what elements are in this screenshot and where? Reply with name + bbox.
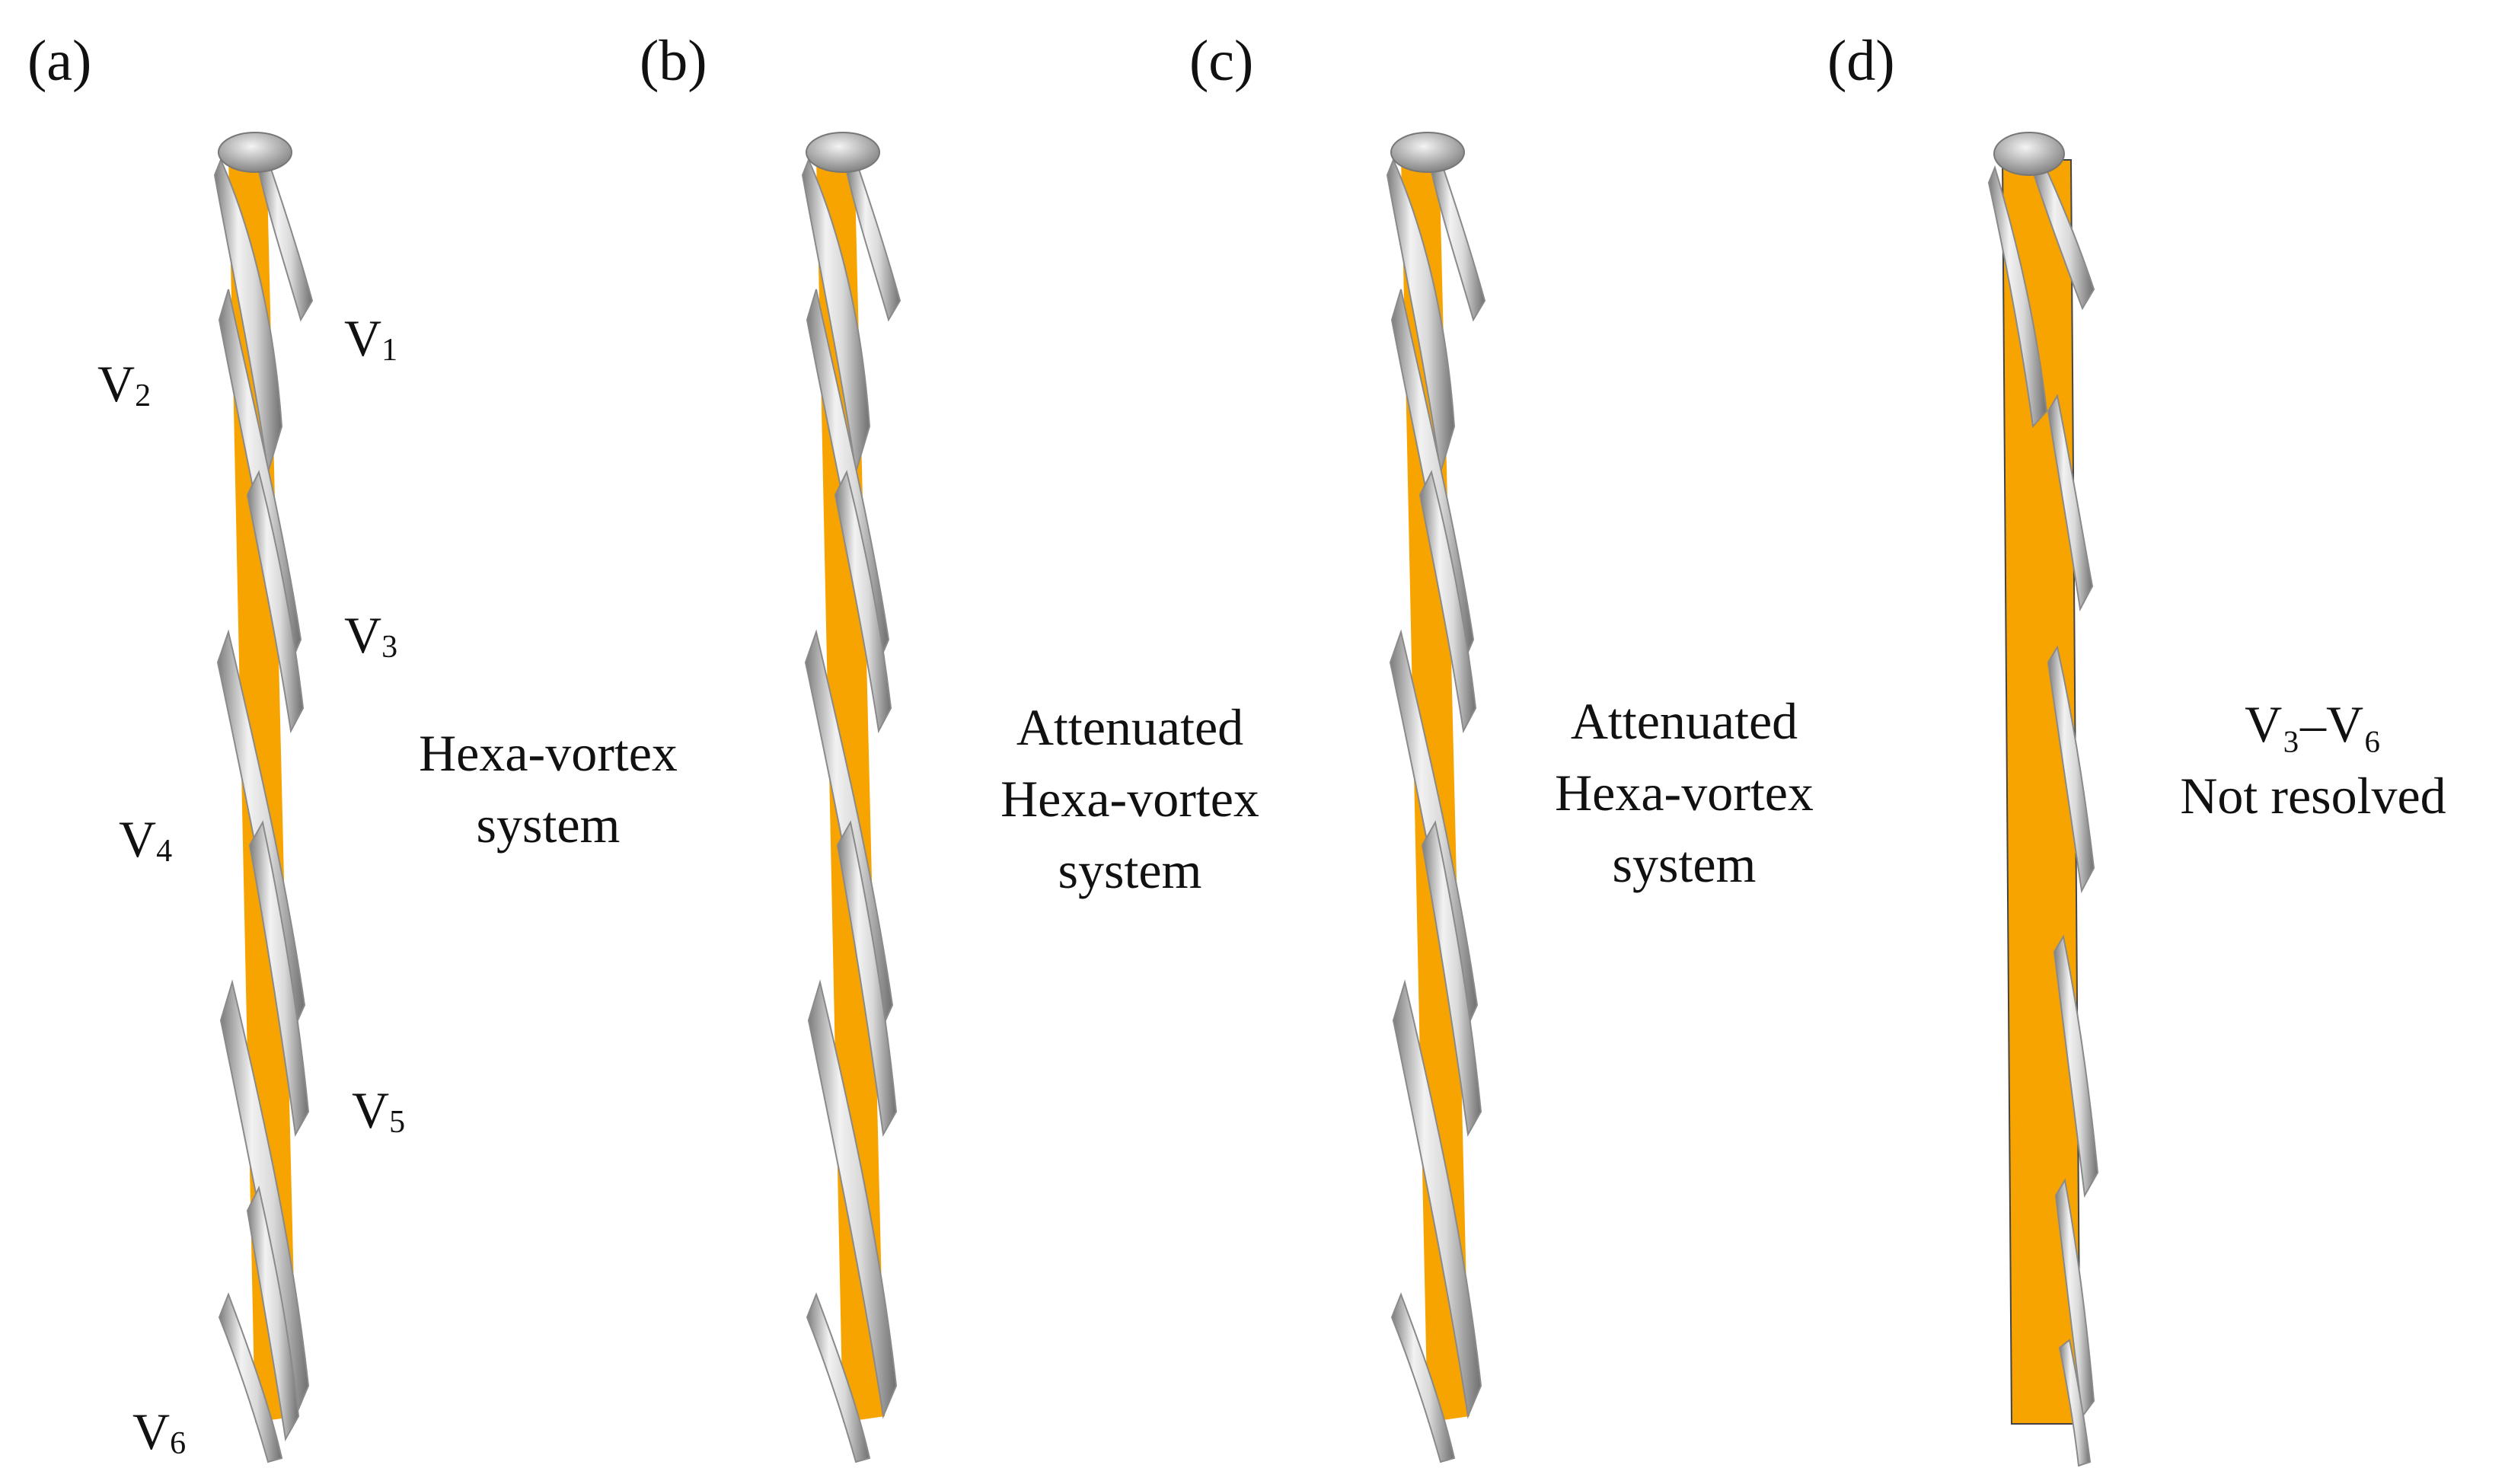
panel-label-d: (d) — [1827, 29, 1895, 93]
vortex-tip — [1993, 132, 2065, 176]
caption-line: Hexa-vortex — [419, 724, 678, 782]
caption-a: Hexa-vortex system — [350, 717, 746, 860]
caption-line: system — [476, 796, 621, 854]
panel-label-a: (a) — [27, 29, 92, 93]
vortex-label-v5: V5 — [352, 1081, 406, 1140]
caption-c: Attenuated Hexa-vortex system — [1486, 685, 1882, 900]
rotor-blade-c — [1386, 132, 1486, 1463]
caption-line: Hexa-vortex — [1000, 770, 1259, 828]
panel-label-b: (b) — [640, 29, 707, 93]
panel-label-c: (c) — [1189, 29, 1254, 93]
vortex-label-v1: V1 — [344, 309, 398, 368]
vortex-label-v4: V4 — [119, 810, 173, 869]
vortex-tubes — [213, 158, 314, 1463]
vortex-label-v3: V3 — [344, 606, 398, 665]
rotor-blade-a — [213, 132, 314, 1463]
vortex-tubes — [1386, 158, 1486, 1463]
caption-b: Attenuated Hexa-vortex system — [932, 691, 1328, 906]
caption-line: system — [1058, 841, 1202, 899]
caption-line: V₃–V₆ — [2245, 695, 2382, 753]
vortex-tip — [1390, 132, 1465, 173]
vortex-tubes — [1987, 158, 2099, 1467]
rotor-blade-d — [1987, 132, 2099, 1467]
vortex-label-v6: V6 — [132, 1403, 187, 1461]
caption-line: Not resolved — [2180, 767, 2446, 825]
vortex-label-v2: V2 — [97, 355, 152, 413]
caption-line: Attenuated — [1570, 692, 1798, 750]
caption-d: V₃–V₆ Not resolved — [2115, 688, 2505, 831]
caption-line: Attenuated — [1016, 698, 1244, 756]
vortex-tip — [806, 132, 880, 173]
vortex-tip — [218, 132, 292, 173]
caption-line: Hexa-vortex — [1555, 764, 1814, 822]
vortex-tubes — [801, 158, 901, 1463]
caption-line: system — [1612, 835, 1757, 893]
rotor-blade-b — [801, 132, 901, 1463]
